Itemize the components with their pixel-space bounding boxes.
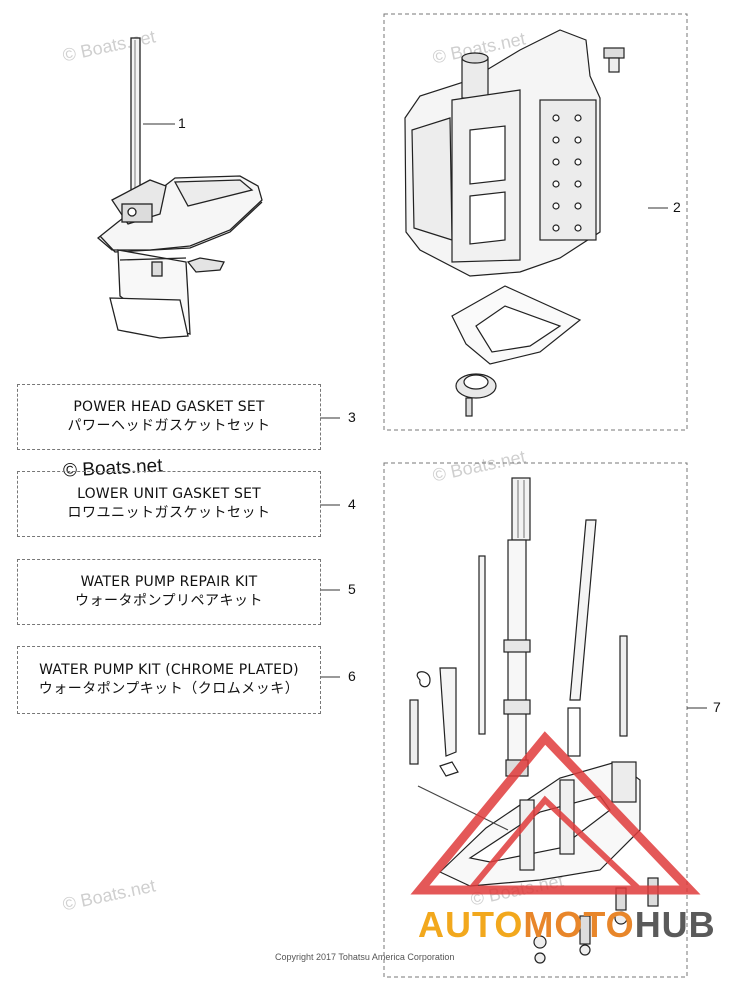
power-head-drawing <box>404 29 625 417</box>
kit-label-en: WATER PUMP KIT (CHROME PLATED) <box>39 662 299 679</box>
kit-label-lower-unit-gasket: LOWER UNIT GASKET SET ロワユニットガスケットセット <box>17 471 321 537</box>
callout-3: 3 <box>348 409 356 425</box>
kit-label-jp: パワーヘッドガスケットセット <box>67 418 271 434</box>
brand-part-hub: HUB <box>634 904 716 945</box>
kit-label-water-pump-repair: WATER PUMP REPAIR KIT ウォータポンプリペアキット <box>17 559 321 625</box>
copyright-notice: Copyright 2017 Tohatsu America Corporati… <box>275 952 455 962</box>
callout-4: 4 <box>348 496 356 512</box>
brand-wordmark: AUTOMOTOHUB <box>418 904 716 946</box>
callout-6: 6 <box>348 668 356 684</box>
callout-5: 5 <box>348 581 356 597</box>
power-head-enclosure <box>383 13 688 431</box>
kit-7-enclosure <box>383 462 688 978</box>
kit-label-en: POWER HEAD GASKET SET <box>73 399 265 416</box>
kit-label-en: WATER PUMP REPAIR KIT <box>80 574 258 591</box>
kit-label-jp: ウォータポンプリペアキット <box>74 593 264 609</box>
lower-unit-drawing <box>96 37 263 339</box>
brand-part-auto: AUTO <box>418 904 524 945</box>
kit-label-en: LOWER UNIT GASKET SET <box>77 486 261 503</box>
kit-label-water-pump-chrome: WATER PUMP KIT (CHROME PLATED) ウォータポンプキッ… <box>17 646 321 714</box>
brand-triangle-logo <box>410 731 701 895</box>
callout-1: 1 <box>178 115 186 131</box>
kit-label-power-head-gasket: POWER HEAD GASKET SET パワーヘッドガスケットセット <box>17 384 321 450</box>
callout-2: 2 <box>673 199 681 215</box>
brand-part-moto: MOTO <box>523 904 635 945</box>
kit-7-drawing <box>409 477 659 964</box>
kit-label-jp: ウォータポンプキット（クロムメッキ） <box>38 681 300 697</box>
kit-label-jp: ロワユニットガスケットセット <box>67 505 271 521</box>
callout-7: 7 <box>713 699 721 715</box>
